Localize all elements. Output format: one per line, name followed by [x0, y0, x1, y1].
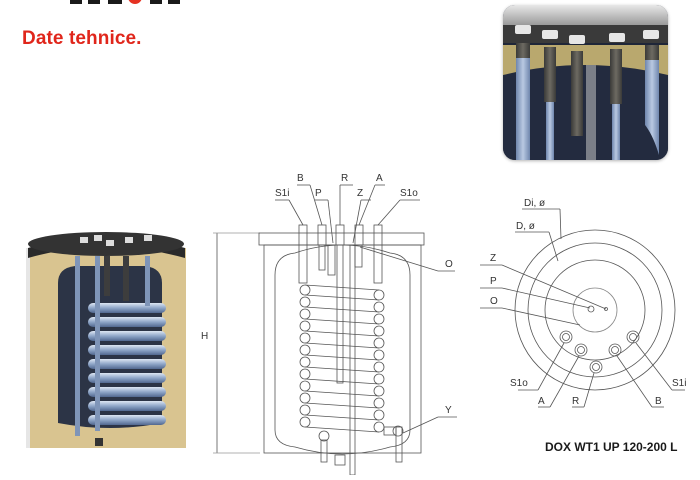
label-di: Di, ø — [524, 198, 545, 209]
label-p: P — [315, 188, 322, 199]
label-p-top: P — [490, 276, 497, 287]
label-a-top: A — [538, 396, 545, 407]
label-b: B — [297, 173, 304, 184]
label-y: Y — [445, 405, 452, 416]
side-section-drawing: H — [195, 165, 480, 476]
label-s1i: S1i — [275, 188, 289, 199]
label-o-top: O — [490, 296, 498, 307]
page-title: Date tehnice. — [22, 28, 142, 49]
label-r-top: R — [572, 396, 579, 407]
label-s1i-top: S1i — [672, 378, 686, 389]
fittings-closeup-photo — [503, 5, 668, 160]
tank-cutaway-photo — [20, 228, 188, 456]
top-view-drawing: Di, ø D, ø Z P O S1o A R B S1i — [480, 195, 700, 420]
label-z: Z — [357, 188, 363, 199]
label-z-top: Z — [490, 253, 496, 264]
brand-logo — [70, 0, 180, 5]
label-h: H — [201, 331, 208, 342]
label-s1o: S1o — [400, 188, 418, 199]
label-o: O — [445, 259, 453, 270]
label-d: D, ø — [516, 221, 535, 232]
label-s1o-top: S1o — [510, 378, 528, 389]
label-a: A — [376, 173, 383, 184]
label-r: R — [341, 173, 348, 184]
label-b-top: B — [655, 396, 662, 407]
model-caption: DOX WT1 UP 120-200 L — [545, 440, 678, 454]
